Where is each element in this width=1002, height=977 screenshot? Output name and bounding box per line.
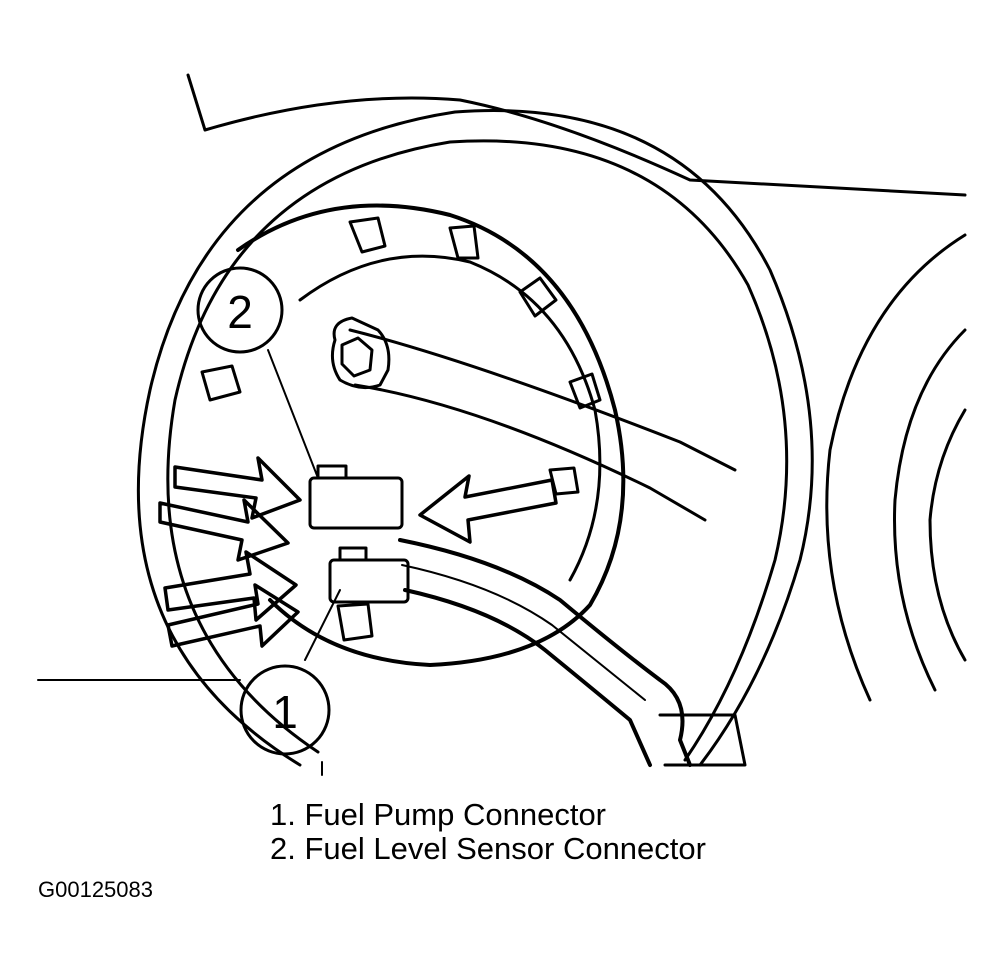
- fuel-line-lower-edge: [353, 383, 707, 522]
- body-panel-outline: [186, 73, 967, 197]
- callout-1: 1: [239, 664, 331, 756]
- callout-2: 2: [196, 266, 284, 354]
- fuel-line-fitting-hex: [340, 336, 374, 378]
- legend-item-fuel-level-sensor-connector: 2. Fuel Level Sensor Connector: [270, 831, 706, 866]
- fuel-pump-module-illustration: 2 1: [37, 73, 967, 776]
- figure-id: G00125083: [38, 877, 153, 902]
- fuel-level-sensor-connector-housing: [308, 476, 404, 530]
- wheel-well-inner: [893, 328, 967, 692]
- callout-2-leader: [267, 349, 319, 479]
- flange-tab-1: [348, 216, 387, 254]
- pointer-arrow-4: [166, 583, 300, 648]
- flange-tab-4: [568, 372, 602, 410]
- module-flange-inner-ring: [298, 254, 602, 582]
- callout-1-number: 1: [272, 686, 298, 738]
- wheel-well-outer: [825, 233, 967, 702]
- fuel-line-fitting: [330, 316, 391, 390]
- pointer-arrow-2: [158, 498, 290, 562]
- pointer-arrow-1: [173, 456, 302, 520]
- flange-tab-7: [336, 602, 374, 642]
- sensor-connector-latch: [316, 464, 348, 480]
- wheel-well-liner: [928, 408, 967, 662]
- fuel-line: [348, 328, 737, 472]
- access-opening-inner-ring: [166, 139, 789, 762]
- pump-connector-latch: [338, 546, 368, 562]
- legend-item-fuel-pump-connector: 1. Fuel Pump Connector: [270, 797, 607, 832]
- module-flange-ring: [236, 203, 626, 667]
- callout-2-number: 2: [227, 286, 253, 338]
- pointer-arrow-5: [418, 474, 558, 544]
- harness-grommet: [658, 713, 747, 767]
- wiring-harness-lower: [403, 588, 652, 767]
- callout-1-circle: [239, 664, 331, 756]
- flange-tab-2: [448, 224, 480, 260]
- legend: 1. Fuel Pump Connector 2. Fuel Level Sen…: [270, 798, 706, 866]
- fuel-pump-connector-housing: [328, 558, 410, 604]
- access-opening-outer-ring: [136, 109, 814, 767]
- callout-1-leader: [304, 589, 341, 661]
- pointer-arrow-3: [163, 550, 298, 622]
- callout-2-circle: [196, 266, 284, 354]
- wiring-harness: [398, 538, 692, 767]
- wiring-harness-strand: [401, 564, 646, 701]
- flange-tab-6: [200, 364, 242, 402]
- flange-tab-3: [518, 276, 558, 318]
